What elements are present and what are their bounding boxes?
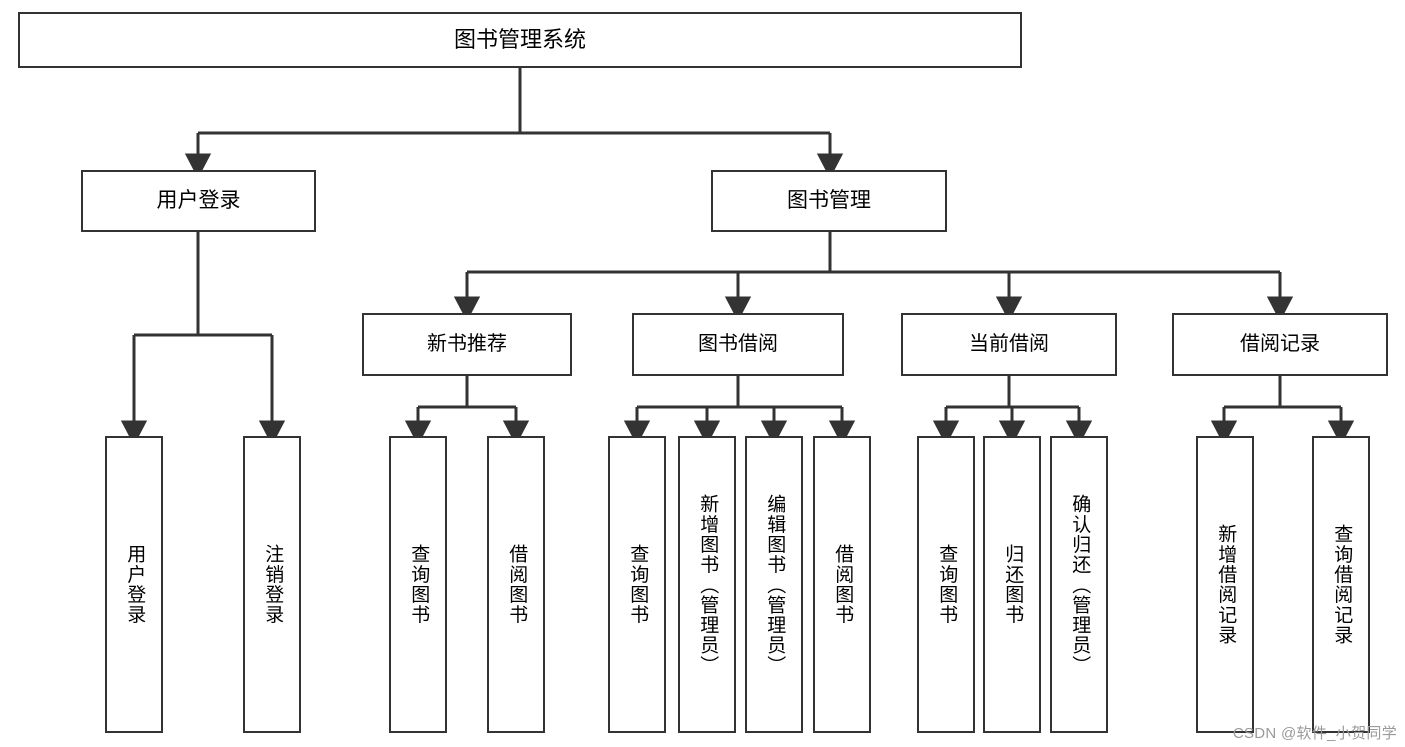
node-label: 注销登录 [262,544,284,625]
leaf-new-book-query-book[interactable]: 查询图书 [389,436,447,733]
leaf-user-login-logout[interactable]: 注销登录 [243,436,301,733]
node-label: 用户登录 [156,188,241,212]
node-book-management-system[interactable]: 图书管理系统 [18,12,1022,68]
csdn-watermark: CSDN @软件_小贺同学 [1232,725,1397,742]
leaf-borrow-record-query-record[interactable]: 查询借阅记录 [1312,436,1370,733]
node-label: 借阅图书 [506,544,528,625]
node-label: 查询图书 [408,544,430,625]
leaf-current-borrow-confirm-return[interactable]: 确认归还（管理员） [1050,436,1108,733]
node-book-borrow[interactable]: 图书借阅 [632,313,844,376]
node-label: 借阅记录 [1240,332,1320,355]
leaf-new-book-borrow-book[interactable]: 借阅图书 [487,436,545,733]
leaf-user-login-login[interactable]: 用户登录 [105,436,163,733]
node-book-management[interactable]: 图书管理 [711,170,947,232]
leaf-book-borrow-borrow-book[interactable]: 借阅图书 [813,436,871,733]
leaf-book-borrow-add-book[interactable]: 新增图书（管理员） [678,436,736,733]
leaf-current-borrow-query-book[interactable]: 查询图书 [917,436,975,733]
node-label: 确认归还（管理员） [1069,493,1091,676]
node-label: 图书管理系统 [453,27,586,53]
node-label: 查询借阅记录 [1331,524,1353,645]
node-new-book-recommend[interactable]: 新书推荐 [362,313,572,376]
node-label: 图书借阅 [698,332,778,355]
node-label: 新书推荐 [427,332,507,355]
node-label: 新增图书（管理员） [697,493,719,676]
node-label: 查询图书 [936,544,958,625]
node-user-login[interactable]: 用户登录 [81,170,316,232]
leaf-book-borrow-query-book[interactable]: 查询图书 [608,436,666,733]
node-label: 编辑图书（管理员） [764,493,786,676]
node-current-borrow[interactable]: 当前借阅 [901,313,1117,376]
node-label: 借阅图书 [832,544,854,625]
node-label: 当前借阅 [969,332,1049,355]
node-label: 用户登录 [124,544,146,625]
leaf-borrow-record-add-record[interactable]: 新增借阅记录 [1196,436,1254,733]
node-label: 归还图书 [1002,544,1024,625]
node-label: 新增借阅记录 [1215,524,1237,645]
node-borrow-record[interactable]: 借阅记录 [1172,313,1388,376]
node-label: 查询图书 [627,544,649,625]
leaf-book-borrow-edit-book[interactable]: 编辑图书（管理员） [745,436,803,733]
node-label: 图书管理 [787,188,871,212]
leaf-current-borrow-return-book[interactable]: 归还图书 [983,436,1041,733]
